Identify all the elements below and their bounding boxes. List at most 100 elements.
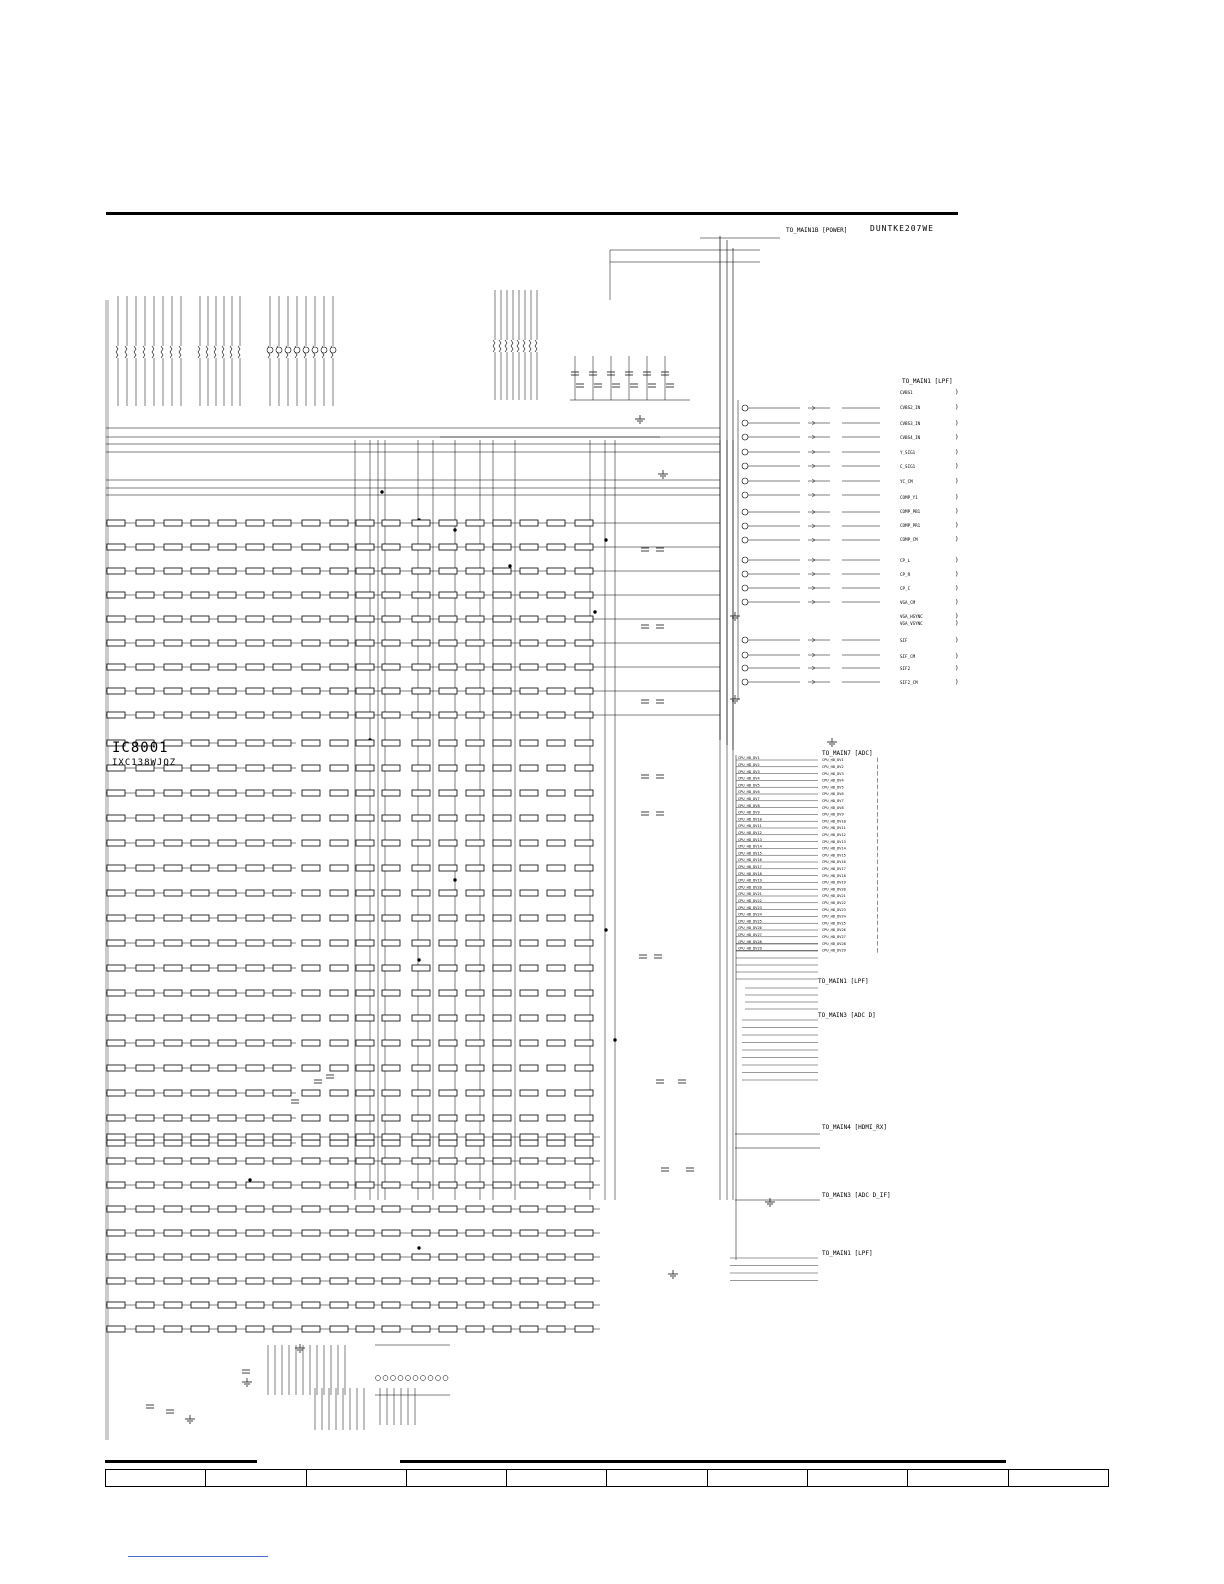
pin-box bbox=[411, 1277, 431, 1285]
resistor bbox=[229, 345, 233, 359]
pin-box bbox=[135, 739, 155, 747]
resistor bbox=[237, 345, 241, 359]
bracket: ) bbox=[955, 679, 959, 686]
pin-box bbox=[355, 1089, 375, 1097]
bracket: ) bbox=[955, 434, 959, 441]
junction bbox=[604, 928, 608, 932]
pin-box bbox=[355, 1064, 375, 1072]
pin-box bbox=[465, 663, 485, 671]
pin-box bbox=[301, 1114, 321, 1122]
pin-box bbox=[519, 989, 539, 997]
pin-box bbox=[465, 989, 485, 997]
pin-box bbox=[245, 1277, 265, 1285]
pin-box bbox=[272, 789, 292, 797]
pin-box bbox=[574, 1014, 594, 1022]
connector-pin bbox=[741, 522, 749, 530]
pin-box bbox=[301, 1253, 321, 1261]
connector-pin bbox=[741, 651, 749, 659]
resistor bbox=[811, 599, 816, 605]
connector-title-adc-d: TO_MAIN3 [ADC D] bbox=[818, 1012, 876, 1019]
pin-box bbox=[492, 519, 512, 527]
pin-box bbox=[355, 567, 375, 575]
adc-net-right: CPU_HD_DV11 bbox=[822, 826, 846, 830]
pin-box bbox=[301, 964, 321, 972]
capacitor bbox=[678, 1079, 686, 1084]
pin-box bbox=[546, 964, 566, 972]
pin-box bbox=[355, 1325, 375, 1333]
net-label: SIF2_CM bbox=[900, 680, 918, 685]
pin-box bbox=[301, 663, 321, 671]
pin-box bbox=[135, 1301, 155, 1309]
pin-box bbox=[492, 1139, 512, 1147]
pin-box bbox=[135, 914, 155, 922]
resistor bbox=[811, 492, 816, 498]
capacitor bbox=[656, 811, 664, 816]
ground-symbol bbox=[765, 1198, 775, 1207]
pin-box bbox=[217, 1089, 237, 1097]
pin-box bbox=[135, 567, 155, 575]
pin-box bbox=[546, 567, 566, 575]
pin-box bbox=[492, 914, 512, 922]
pin-box bbox=[135, 519, 155, 527]
resistor bbox=[115, 345, 119, 359]
resistor bbox=[811, 523, 816, 529]
test-point bbox=[382, 1375, 389, 1381]
pin-box bbox=[355, 739, 375, 747]
pin-box bbox=[574, 939, 594, 947]
test-point bbox=[375, 1375, 381, 1381]
pin-box bbox=[272, 814, 292, 822]
pin-box bbox=[329, 639, 349, 647]
pin-box bbox=[163, 1181, 183, 1189]
pin-box bbox=[329, 889, 349, 897]
ic-reference: IC8001 bbox=[112, 740, 169, 756]
pin-box bbox=[163, 1139, 183, 1147]
pin-box bbox=[355, 543, 375, 551]
pin-box bbox=[301, 789, 321, 797]
connector-title-adc: TO_MAIN7 [ADC] bbox=[822, 750, 873, 757]
capacitor bbox=[291, 1099, 299, 1104]
pin-box bbox=[217, 739, 237, 747]
pin-box bbox=[272, 711, 292, 719]
pin-box bbox=[163, 1325, 183, 1333]
pin-box bbox=[492, 567, 512, 575]
pin-box bbox=[217, 789, 237, 797]
adc-net-right: CPU_HD_DV3 bbox=[822, 772, 844, 776]
bracket: ) bbox=[876, 792, 879, 798]
pin-box bbox=[355, 1139, 375, 1147]
pin-box bbox=[272, 639, 292, 647]
pin-box bbox=[135, 687, 155, 695]
capacitor bbox=[661, 371, 669, 376]
pin-box bbox=[574, 889, 594, 897]
capacitor bbox=[641, 699, 649, 704]
pin-box bbox=[135, 1014, 155, 1022]
bracket: ) bbox=[955, 613, 959, 620]
pin-box bbox=[381, 864, 401, 872]
capacitor bbox=[656, 1079, 664, 1084]
pin-box bbox=[135, 639, 155, 647]
pin-box bbox=[135, 939, 155, 947]
pin-box bbox=[106, 1253, 126, 1261]
resistor bbox=[811, 637, 816, 643]
pin-box bbox=[190, 839, 210, 847]
pin-box bbox=[574, 1325, 594, 1333]
pin-box bbox=[163, 1014, 183, 1022]
adc-net-right: CPU_HD_DV15 bbox=[822, 853, 846, 857]
pin-box bbox=[492, 889, 512, 897]
pin-box bbox=[106, 964, 126, 972]
pin-box bbox=[438, 639, 458, 647]
pin-box bbox=[272, 964, 292, 972]
capacitor bbox=[314, 1079, 322, 1084]
adc-net-left: CPU_HD_DV11 bbox=[738, 824, 762, 828]
adc-net-right: CPU_HD_DV23 bbox=[822, 908, 846, 912]
pin-box bbox=[217, 1157, 237, 1165]
pin-box bbox=[217, 964, 237, 972]
resistor bbox=[811, 537, 816, 543]
pin-box bbox=[135, 964, 155, 972]
pin-box bbox=[355, 839, 375, 847]
pin-box bbox=[163, 864, 183, 872]
pin-box bbox=[190, 567, 210, 575]
pin-box bbox=[355, 1253, 375, 1261]
adc-net-left: CPU_HD_DV13 bbox=[738, 838, 762, 842]
bracket: ) bbox=[876, 846, 879, 852]
pin-box bbox=[438, 1325, 458, 1333]
